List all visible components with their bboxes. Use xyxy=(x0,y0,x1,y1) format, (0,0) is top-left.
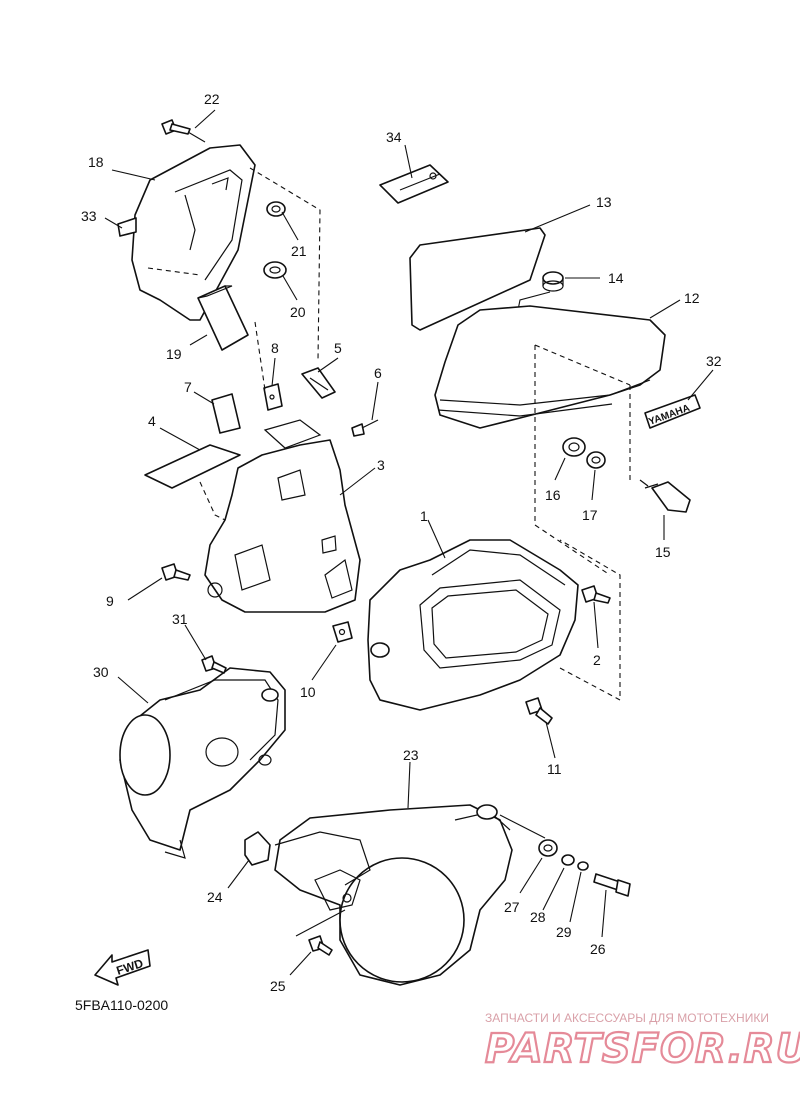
callout-25: 25 xyxy=(270,978,286,994)
callout-24: 24 xyxy=(207,889,223,905)
part-20-grommet xyxy=(263,261,287,279)
part-28-collar xyxy=(561,854,575,866)
part-24-damper xyxy=(244,831,271,866)
callout-8: 8 xyxy=(271,340,279,356)
part-17-collar xyxy=(586,451,606,469)
callout-34: 34 xyxy=(386,129,402,145)
callout-31: 31 xyxy=(172,611,188,627)
callout-6: 6 xyxy=(374,365,382,381)
part-6-screw xyxy=(351,419,379,437)
part-26-bolt xyxy=(593,873,631,897)
callout-15: 15 xyxy=(655,544,671,560)
part-2-bolt xyxy=(581,585,611,604)
part-22-screw xyxy=(161,119,206,143)
part-12-side-cover xyxy=(434,305,666,576)
callout-29: 29 xyxy=(556,924,572,940)
part-4-pad xyxy=(144,444,241,489)
part-29-washer xyxy=(577,861,589,871)
callout-4: 4 xyxy=(148,413,156,429)
part-25-bolt xyxy=(295,909,346,956)
watermark-brand: PARTSFOR.RU xyxy=(485,1026,800,1072)
part-13-cover-pad xyxy=(409,227,546,331)
part-18-side-cover xyxy=(131,144,321,361)
fwd-arrow-icon: FWD xyxy=(94,949,151,986)
watermark: ЗАПЧАСТИ И АКСЕССУАРЫ ДЛЯ МОТОТЕХНИКИ PA… xyxy=(484,1011,800,1073)
callout-21: 21 xyxy=(291,243,307,259)
callout-20: 20 xyxy=(290,304,306,320)
callout-12: 12 xyxy=(684,290,700,306)
part-14-grommet xyxy=(517,271,564,311)
callout-27: 27 xyxy=(504,899,520,915)
part-7-pad xyxy=(211,393,241,434)
part-10-nut-clip xyxy=(332,621,353,643)
callout-5: 5 xyxy=(334,340,342,356)
part-33-tape xyxy=(117,217,137,237)
callout-32: 32 xyxy=(706,353,722,369)
part-23-rear-cover xyxy=(274,804,546,986)
part-30-front-cover xyxy=(119,667,286,859)
callout-13: 13 xyxy=(596,194,612,210)
callout-7: 7 xyxy=(184,379,192,395)
callout-10: 10 xyxy=(300,684,316,700)
callout-22: 22 xyxy=(204,91,220,107)
leader-lines xyxy=(104,109,714,976)
callout-9: 9 xyxy=(106,593,114,609)
part-32-emblem: YAMAHA xyxy=(644,394,701,429)
part-16-grommet xyxy=(562,437,586,457)
diagram-code: 5FBA110-0200 xyxy=(75,997,168,1013)
callout-26: 26 xyxy=(590,941,606,957)
callout-11: 11 xyxy=(547,761,562,777)
part-8-clip xyxy=(263,383,283,411)
callout-2: 2 xyxy=(593,652,601,668)
callout-28: 28 xyxy=(530,909,546,925)
callout-17: 17 xyxy=(582,507,598,523)
callout-16: 16 xyxy=(545,487,561,503)
part-11-bolt xyxy=(525,697,553,725)
watermark-caption: ЗАПЧАСТИ И АКСЕССУАРЫ ДЛЯ МОТОТЕХНИКИ xyxy=(485,1011,769,1025)
callout-1: 1 xyxy=(420,508,428,524)
part-3-bracket xyxy=(199,321,361,613)
callout-3: 3 xyxy=(377,457,385,473)
part-5-clip xyxy=(301,367,336,399)
callout-33: 33 xyxy=(81,208,97,224)
callout-23: 23 xyxy=(403,747,419,763)
part-27-grommet xyxy=(538,839,558,857)
part-34-clip-plate xyxy=(379,164,449,204)
part-9-bolt xyxy=(161,563,191,581)
part-1-filter-cover xyxy=(367,539,621,711)
callout-30: 30 xyxy=(93,664,109,680)
part-15-screw xyxy=(639,479,691,513)
callout-labels: 22 18 33 21 20 19 34 13 14 12 32 16 17 1… xyxy=(81,91,722,994)
callout-18: 18 xyxy=(88,154,104,170)
callout-14: 14 xyxy=(608,270,624,286)
part-19-damper xyxy=(197,285,249,351)
callout-19: 19 xyxy=(166,346,182,362)
part-21-grommet xyxy=(266,201,286,217)
